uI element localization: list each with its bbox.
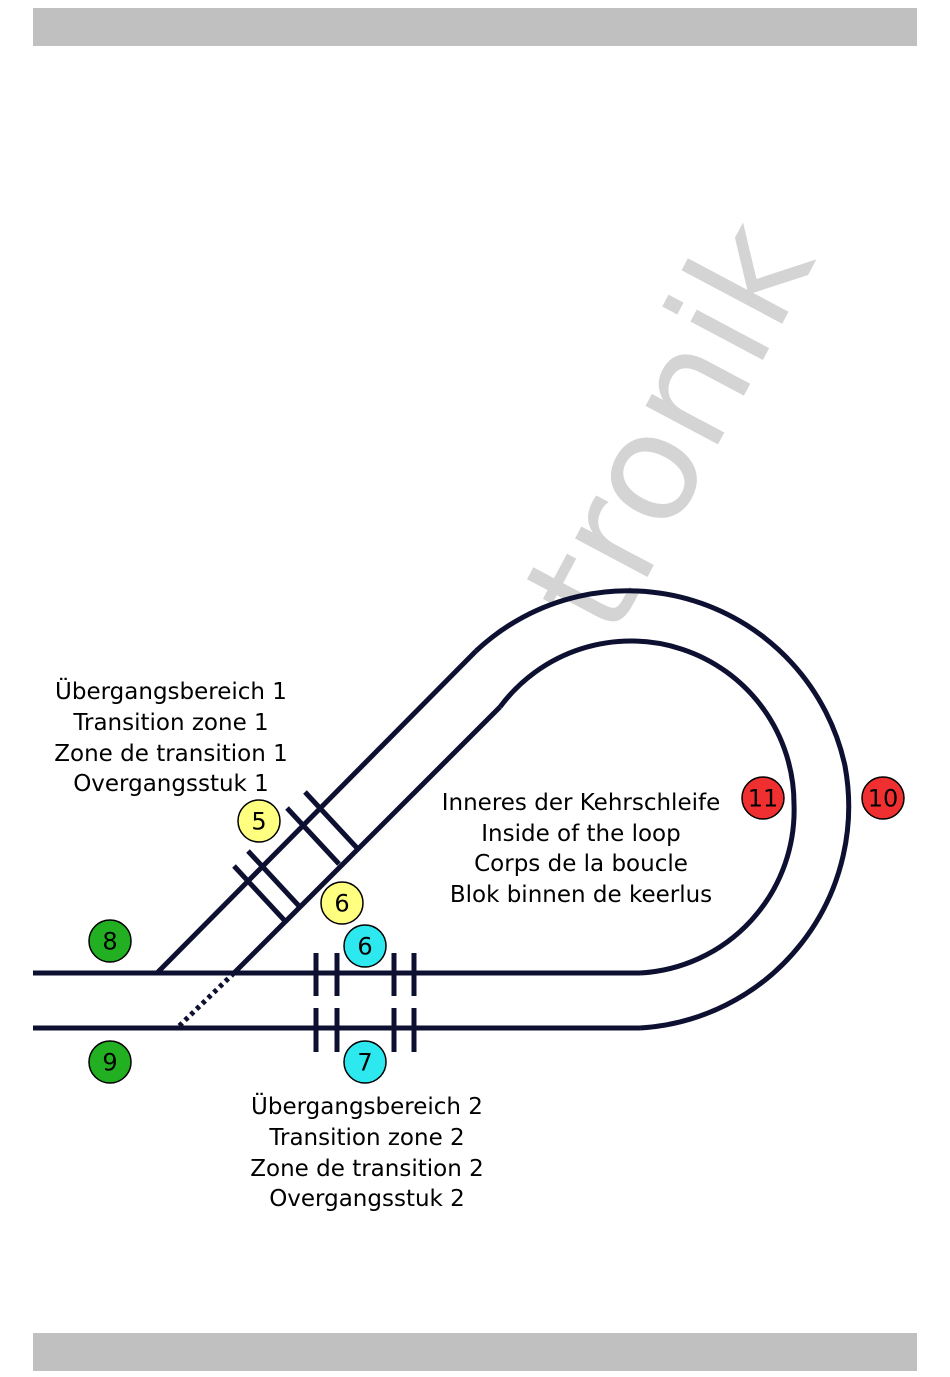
track-diagonal-dotted: [177, 973, 234, 1028]
badge-number: 6: [334, 890, 349, 918]
label-line: Zone de transition 1: [54, 741, 287, 767]
badge-number: 8: [102, 928, 117, 956]
track-layout: [33, 591, 849, 1052]
label-line: Inside of the loop: [481, 821, 680, 847]
label-line: Zone de transition 2: [250, 1156, 483, 1182]
joint-diag-inner-a: [248, 851, 299, 906]
badge-7: 7: [344, 1041, 386, 1083]
label-line: Overgangsstuk 1: [73, 771, 269, 797]
badge-number: 10: [868, 785, 899, 813]
watermark-text: tronik: [492, 194, 849, 658]
badge-number: 5: [251, 808, 266, 836]
label-transition-zone-2: Übergangsbereich 2 Transition zone 2 Zon…: [250, 1092, 483, 1212]
badge-number: 7: [357, 1049, 372, 1077]
label-line: Übergangsbereich 1: [55, 677, 287, 705]
joint-diag-inner-b: [234, 866, 285, 921]
label-line: Transition zone 2: [268, 1125, 464, 1151]
label-transition-zone-1: Übergangsbereich 1 Transition zone 1 Zon…: [54, 677, 287, 797]
label-line: Inneres der Kehrschleife: [442, 790, 721, 816]
label-loop-inside: Inneres der Kehrschleife Inside of the l…: [442, 790, 721, 908]
badge-10: 10: [862, 777, 904, 819]
badge-number: 11: [748, 785, 779, 813]
badge-9: 9: [89, 1041, 131, 1083]
badge-6-cyan: 6: [344, 925, 386, 967]
badge-11: 11: [742, 777, 784, 819]
label-line: Blok binnen de keerlus: [450, 882, 712, 908]
label-line: Transition zone 1: [72, 710, 268, 736]
badge-8: 8: [89, 920, 131, 962]
label-line: Corps de la boucle: [474, 851, 688, 877]
badge-6-yellow: 6: [321, 882, 363, 924]
badge-number: 9: [102, 1049, 117, 1077]
label-line: Overgangsstuk 2: [269, 1186, 465, 1212]
badge-5: 5: [238, 800, 280, 842]
badge-number: 6: [357, 933, 372, 961]
label-line: Übergangsbereich 2: [251, 1092, 483, 1120]
